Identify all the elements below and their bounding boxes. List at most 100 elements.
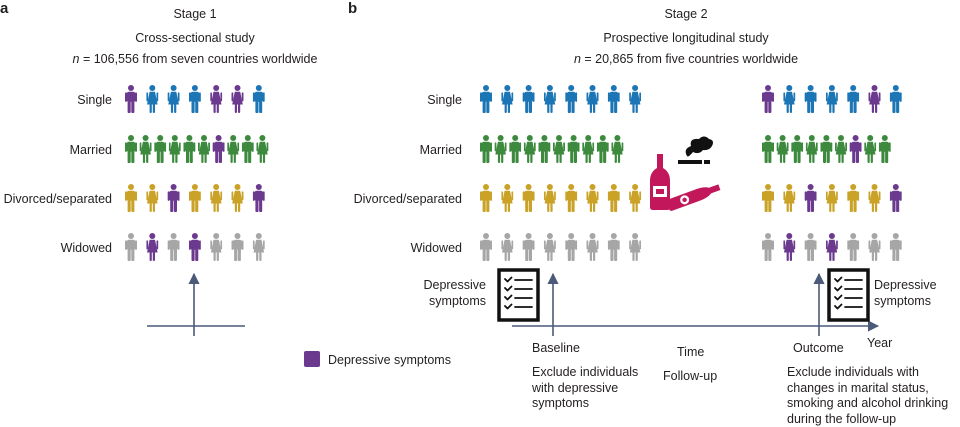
time-label: Time <box>677 345 705 359</box>
wine-bottle-icon <box>666 184 721 211</box>
man-icon <box>522 184 535 212</box>
panel-b-letter: b <box>348 0 358 17</box>
woman-icon <box>256 135 269 163</box>
row-label-divorced: Divorced/separated <box>3 192 112 206</box>
followup-label: Follow-up <box>663 369 718 383</box>
woman-icon <box>523 135 536 163</box>
man-icon <box>607 85 620 113</box>
man-icon <box>212 135 225 163</box>
woman-icon <box>553 135 565 163</box>
panel-a-design: Cross-sectional study <box>135 31 255 45</box>
year-label: Year <box>867 336 893 350</box>
legend-label: Depressive symptoms <box>328 353 451 367</box>
woman-icon <box>501 184 514 212</box>
woman-icon <box>805 135 818 163</box>
man-icon <box>565 233 578 261</box>
baseline-label: Baseline <box>532 341 580 355</box>
man-icon <box>509 135 522 163</box>
woman-icon <box>501 233 514 261</box>
exclude-outcome-text: Exclude individuals with changes in mari… <box>787 365 949 426</box>
panel-a-sample: n = 106,556 from seven countries worldwi… <box>55 52 335 67</box>
panel-b-outcome-people <box>762 85 902 261</box>
depressive-symptoms-right: Depressive symptoms <box>874 278 937 308</box>
woman-icon <box>231 184 244 212</box>
woman-icon <box>783 233 796 261</box>
man-icon <box>154 135 167 163</box>
panel-a-stage: Stage 1 <box>173 7 217 21</box>
man-icon <box>252 85 265 113</box>
man-icon <box>820 135 833 163</box>
legend-swatch <box>304 351 320 367</box>
woman-icon <box>543 184 556 212</box>
man-icon <box>804 233 817 261</box>
man-icon <box>480 184 492 212</box>
row-label-widowed: Widowed <box>410 241 462 255</box>
panel-a-sample-text: = 106,556 from seven countries worldwide <box>79 52 318 66</box>
man-icon <box>847 85 860 113</box>
woman-icon <box>210 233 223 261</box>
man-icon <box>804 85 817 113</box>
man-icon <box>125 135 137 163</box>
woman-icon <box>783 85 796 113</box>
outcome-label: Outcome <box>793 341 844 355</box>
depressive-symptoms-left: Depressive symptoms <box>423 278 486 308</box>
woman-icon <box>629 233 642 261</box>
woman-icon <box>835 135 847 163</box>
man-icon <box>889 85 902 113</box>
woman-icon <box>543 85 556 113</box>
man-icon <box>596 135 609 163</box>
woman-icon <box>494 135 507 163</box>
checklist-icon <box>497 268 540 322</box>
woman-icon <box>582 135 595 163</box>
woman-icon <box>586 85 599 113</box>
man-icon <box>567 135 580 163</box>
man-icon <box>125 233 137 261</box>
woman-icon <box>139 135 152 163</box>
man-icon <box>607 184 620 212</box>
man-icon <box>188 184 201 212</box>
woman-icon <box>210 184 223 212</box>
man-icon <box>480 233 492 261</box>
man-icon <box>762 135 774 163</box>
woman-icon <box>629 184 642 212</box>
woman-icon <box>146 233 159 261</box>
man-icon <box>878 135 891 163</box>
woman-icon <box>198 135 210 163</box>
wine-bottle-icon <box>650 154 670 210</box>
row-label-divorced: Divorced/separated <box>353 192 462 206</box>
man-icon <box>889 233 902 261</box>
panel-b-sample-n: n <box>573 52 581 66</box>
man-icon <box>183 135 196 163</box>
woman-icon <box>586 184 599 212</box>
woman-icon <box>825 85 838 113</box>
woman-icon <box>231 85 244 113</box>
checklist-icon <box>827 268 870 322</box>
man-icon <box>167 233 180 261</box>
row-label-married: Married <box>419 143 462 157</box>
man-icon <box>167 184 180 212</box>
man-icon <box>231 233 244 261</box>
woman-icon <box>611 135 624 163</box>
man-icon <box>188 233 201 261</box>
woman-icon <box>868 184 881 212</box>
woman-icon <box>783 184 796 212</box>
woman-icon <box>868 233 881 261</box>
woman-icon <box>227 135 240 163</box>
woman-icon <box>776 135 789 163</box>
man-icon <box>522 85 535 113</box>
man-icon <box>791 135 804 163</box>
cigarette-icon <box>678 136 713 164</box>
woman-icon <box>501 85 514 113</box>
panel-b-baseline-people <box>480 85 642 261</box>
man-icon <box>538 135 551 163</box>
woman-icon <box>586 233 599 261</box>
panel-b-design: Prospective longitudinal study <box>603 31 769 45</box>
woman-icon <box>864 135 877 163</box>
man-icon <box>480 85 492 113</box>
man-icon <box>849 135 862 163</box>
woman-icon <box>146 85 159 113</box>
panel-a-people <box>125 85 269 261</box>
woman-icon <box>868 85 881 113</box>
woman-icon <box>825 184 838 212</box>
man-icon <box>565 184 578 212</box>
